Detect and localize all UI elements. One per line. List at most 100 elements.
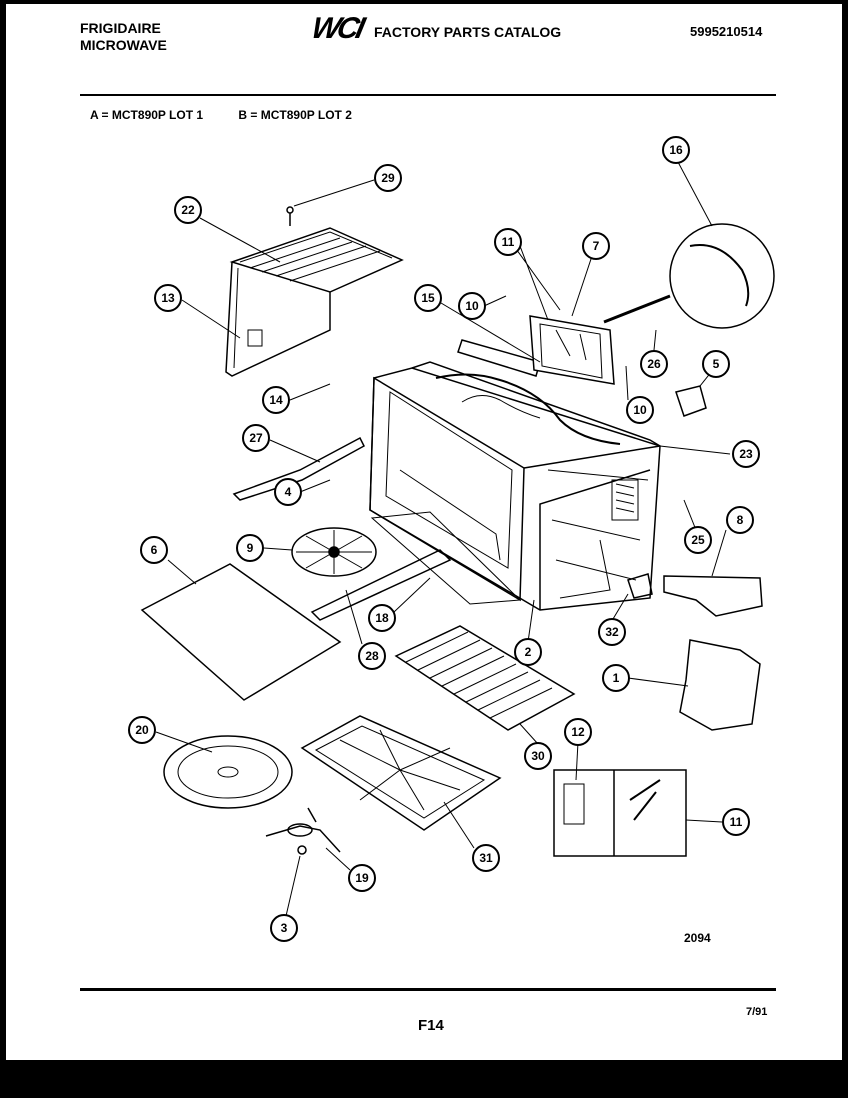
cooking-tray-part — [300, 715, 502, 831]
brand-block: FRIGIDAIRE MICROWAVE — [80, 20, 167, 54]
callout-label: 31 — [479, 851, 493, 865]
cabinet-frame-part — [369, 339, 661, 611]
callout-label: 32 — [605, 625, 619, 639]
callout-circle — [458, 292, 486, 320]
callout-label: 16 — [669, 143, 683, 157]
revision-date: 7/91 — [746, 1006, 768, 1018]
callout-label: 15 — [421, 291, 435, 305]
callout-label: 23 — [739, 447, 753, 461]
callout-6: 6 — [140, 536, 168, 564]
callout-27: 27 — [242, 424, 270, 452]
callout-label: 28 — [365, 649, 379, 663]
callout-32: 32 — [598, 618, 626, 646]
callout-circle — [702, 350, 730, 378]
small-switch-part — [627, 573, 653, 599]
callout-label: 26 — [647, 357, 661, 371]
callout-circle — [274, 478, 302, 506]
callout-14: 14 — [262, 386, 290, 414]
brand-name: FRIGIDAIRE — [80, 20, 161, 36]
detail-inset-part — [669, 223, 775, 329]
callout-20: 20 — [128, 716, 156, 744]
callout-circle — [236, 534, 264, 562]
page-number: F14 — [418, 1017, 444, 1034]
callout-label: 14 — [269, 393, 283, 407]
callout-3: 3 — [270, 914, 298, 942]
callout-circle — [348, 864, 376, 892]
model-b-label: B = MCT890P LOT 2 — [238, 108, 352, 122]
callout-label: 6 — [151, 543, 158, 557]
callout-circle — [598, 618, 626, 646]
callout-circle — [174, 196, 202, 224]
callout-circle — [602, 664, 630, 692]
shelf-panel-part — [140, 563, 342, 701]
catalog-number: 5995210514 — [690, 24, 763, 39]
callout-8: 8 — [726, 506, 754, 534]
callout-circle — [722, 808, 750, 836]
callout-label: 3 — [281, 921, 288, 935]
callout-circle — [732, 440, 760, 468]
callout-26: 26 — [640, 350, 668, 378]
callout-circle — [494, 228, 522, 256]
callout-5: 5 — [702, 350, 730, 378]
duct-part — [663, 575, 763, 617]
callout-label: 7 — [593, 239, 600, 253]
callout-label: 8 — [737, 513, 744, 527]
callout-label: 19 — [355, 871, 369, 885]
callout-label: 11 — [502, 235, 515, 249]
callout-10: 10 — [626, 396, 654, 424]
rail-part — [310, 549, 452, 621]
stirrer-fan-part — [291, 527, 377, 577]
callout-circle — [358, 642, 386, 670]
callout-13: 13 — [154, 284, 182, 312]
callout-circle — [414, 284, 442, 312]
callout-25: 25 — [684, 526, 712, 554]
callout-label: 5 — [713, 357, 720, 371]
callout-19: 19 — [348, 864, 376, 892]
callout-15: 15 — [414, 284, 442, 312]
callout-label: 18 — [375, 611, 389, 625]
catalog-title: FACTORY PARTS CATALOG — [374, 24, 562, 40]
callout-23: 23 — [732, 440, 760, 468]
callout-circle — [140, 536, 168, 564]
callout-label: 10 — [465, 299, 479, 313]
callout-11: 11 — [722, 808, 750, 836]
model-legend: A = MCT890P LOT 1 B = MCT890P LOT 2 — [90, 108, 384, 122]
callout-4: 4 — [274, 478, 302, 506]
callout-label: 30 — [531, 749, 545, 763]
callout-12: 12 — [564, 718, 592, 746]
footer-rule — [80, 988, 776, 991]
thermal-protector-part — [232, 436, 365, 501]
vent-part — [679, 639, 761, 731]
header-rule — [80, 94, 776, 96]
callout-circle — [626, 396, 654, 424]
callout-7: 7 — [582, 232, 610, 260]
callout-circle — [514, 638, 542, 666]
callout-circle — [262, 386, 290, 414]
callout-label: 12 — [571, 725, 585, 739]
outer-cover-part — [225, 227, 404, 377]
callout-label: 29 — [381, 171, 395, 185]
product-type: MICROWAVE — [80, 37, 167, 53]
bracket-part — [675, 385, 707, 417]
callout-9: 9 — [236, 534, 264, 562]
callout-30: 30 — [524, 742, 552, 770]
callout-label: 20 — [135, 723, 149, 737]
callout-31: 31 — [472, 844, 500, 872]
callout-28: 28 — [358, 642, 386, 670]
callout-circle — [472, 844, 500, 872]
callout-label: 27 — [249, 431, 263, 445]
callout-label: 2 — [525, 645, 532, 659]
callout-label: 25 — [691, 533, 705, 547]
callout-11: 11 — [494, 228, 522, 256]
bottom-plate-part — [370, 511, 522, 605]
control-panel-part — [529, 294, 671, 385]
model-a-label: A = MCT890P LOT 1 — [90, 108, 204, 122]
callout-circle — [684, 526, 712, 554]
callout-label: 13 — [161, 291, 175, 305]
callout-circle — [154, 284, 182, 312]
callout-circle — [640, 350, 668, 378]
callout-label: 11 — [730, 815, 743, 829]
screw-part — [286, 206, 294, 226]
